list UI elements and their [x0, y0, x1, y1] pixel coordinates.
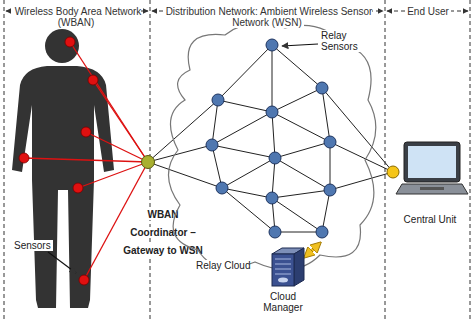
mesh-link	[148, 162, 222, 188]
mesh-link	[222, 158, 275, 188]
relay-sensor	[324, 184, 336, 196]
relay-sensor	[212, 94, 224, 106]
mesh-link	[218, 100, 272, 112]
laptop-icon	[390, 138, 470, 202]
central-unit: Central Unit	[390, 138, 470, 225]
mesh-link	[212, 112, 272, 145]
relay-sensor	[316, 82, 328, 94]
mesh-link	[272, 45, 273, 112]
cloud-outline	[160, 22, 378, 274]
mesh-link	[275, 158, 330, 190]
mesh-link	[212, 145, 275, 158]
region-dividers	[4, 0, 470, 320]
mesh-link	[330, 172, 393, 190]
gateway-dot	[387, 166, 399, 178]
mesh-link	[148, 145, 212, 162]
mesh-link	[275, 232, 322, 233]
relay-cloud: Relay SensorsRelay Cloud	[160, 22, 378, 274]
mesh-link	[272, 45, 322, 88]
management-link	[306, 244, 319, 256]
server-icon	[258, 246, 318, 288]
text-wrap: WBAN Coordinator – Gateway to WSN	[118, 204, 208, 258]
mesh-link	[222, 188, 272, 198]
mesh-link	[272, 88, 322, 112]
mesh-link	[148, 100, 218, 162]
label-box: Wireless Body Area Network (WBAN)	[4, 6, 150, 28]
label-text: Central Unit	[390, 214, 470, 225]
region-heading: Wireless Body Area Network (WBAN)	[13, 6, 142, 28]
relay-sensor	[269, 226, 281, 238]
mesh-link	[330, 142, 393, 172]
mesh-link	[272, 190, 330, 198]
mesh-link	[272, 198, 322, 232]
part-label: Sensors	[12, 240, 53, 251]
relay-sensor	[266, 106, 278, 118]
mesh-link	[272, 112, 275, 158]
label-text: Cloud Manager	[261, 291, 305, 313]
region-heading: End User	[405, 6, 451, 17]
relay-sensor	[269, 152, 281, 164]
cloud-manager: Cloud Manager	[258, 246, 318, 313]
coordinator-node: WBAN Coordinator – Gateway to WSN	[118, 150, 208, 258]
mesh-link	[212, 145, 222, 188]
leader-line	[48, 252, 76, 273]
leader-line	[282, 44, 318, 46]
label-text: Relay Sensors	[321, 30, 363, 52]
mesh-link	[330, 142, 331, 190]
mesh-link	[275, 142, 330, 158]
label-text: WBAN Coordinator – Gateway to WSN	[123, 209, 202, 256]
human-body	[12, 29, 114, 308]
mesh-link	[212, 100, 218, 145]
mesh-link	[322, 88, 393, 172]
relay-sensor	[216, 182, 228, 194]
relay-sensor	[316, 226, 328, 238]
region-heading: Distribution Network: Ambient Wireless S…	[164, 6, 373, 28]
label-box: Sensors	[12, 240, 53, 251]
relay-sensor	[266, 192, 278, 204]
relay-sensor	[266, 39, 278, 51]
relay-mesh	[148, 39, 399, 238]
mesh-link	[218, 45, 272, 100]
mesh-link	[272, 112, 330, 142]
relay-sensor	[324, 136, 336, 148]
label-box: End User	[388, 6, 468, 17]
relay-sensor	[206, 139, 218, 151]
coordinator-dot	[118, 150, 208, 174]
label-box: Distribution Network: Ambient Wireless S…	[160, 6, 376, 28]
label-text: Relay Cloud	[196, 260, 250, 271]
